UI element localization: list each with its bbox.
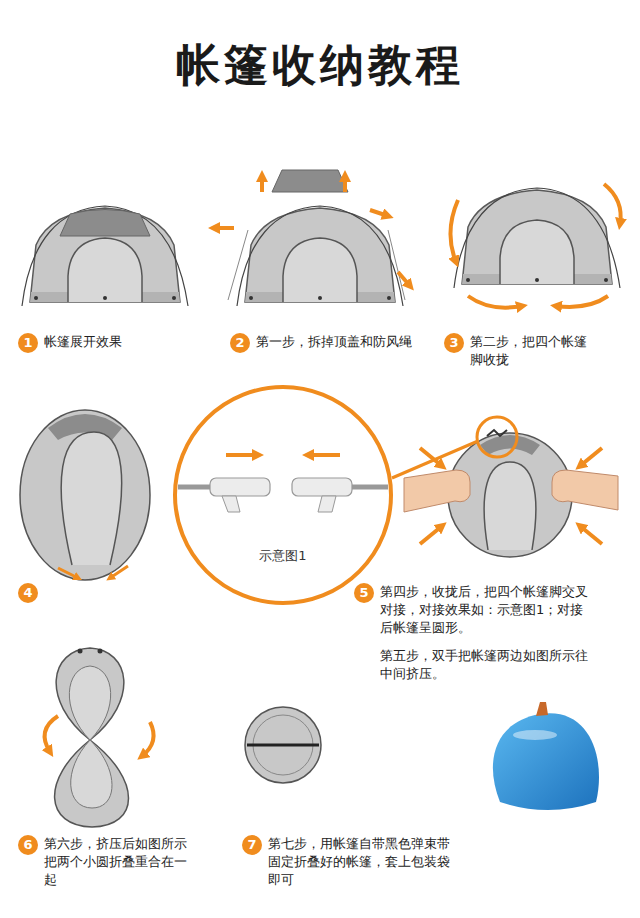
step-item: 3 第二步，把四个帐篷脚收拢	[444, 333, 592, 369]
caption-text: 帐篷展开效果	[44, 333, 244, 351]
tent-round-press	[392, 417, 618, 557]
step-caption: 第一步，拆掉顶盖和防风绳	[256, 333, 456, 351]
callout-number: 3	[444, 333, 464, 353]
detail-circle: 示意图1	[173, 385, 393, 605]
callout-number: 6	[18, 835, 38, 855]
caption-text: 第一步，拆掉顶盖和防风绳	[256, 333, 456, 351]
tent-oval	[20, 410, 150, 580]
caption-text: 第七步，用帐篷自带黑色弹束带固定折叠好的帐篷，套上包装袋即可	[268, 835, 454, 889]
callout-number: 2	[230, 333, 250, 353]
step-caption: 第七步，用帐篷自带黑色弹束带固定折叠好的帐篷，套上包装袋即可	[268, 835, 454, 889]
step-item: 1 帐篷展开效果	[18, 333, 244, 353]
storage-bag	[493, 702, 599, 810]
tent-remove-cover	[214, 170, 410, 306]
step-caption: 第二步，把四个帐篷脚收拢	[470, 333, 592, 369]
caption-text: 第六步，挤压后如图所示把两个小圆折叠重合在一起	[44, 835, 191, 889]
step-item: 6 第六步，挤压后如图所示把两个小圆折叠重合在一起	[18, 835, 191, 889]
step-item: 2 第一步，拆掉顶盖和防风绳	[230, 333, 456, 353]
caption-text: 第二步，把四个帐篷脚收拢	[470, 333, 592, 369]
caption-text: 第四步，收拢后，把四个帐篷脚交叉对接，对接效果如：示意图1；对接后帐篷呈圆形。	[380, 583, 596, 637]
callout-number: 5	[354, 583, 374, 603]
step-item: 4	[18, 583, 44, 603]
tent-gather-feet	[450, 184, 620, 308]
step-caption: 第六步，挤压后如图所示把两个小圆折叠重合在一起	[44, 835, 191, 889]
step-item: 7 第七步，用帐篷自带黑色弹束带固定折叠好的帐篷，套上包装袋即可	[242, 835, 454, 889]
callout-number: 1	[18, 333, 38, 353]
page-title: 帐篷收纳教程	[0, 38, 640, 92]
tent-folded	[245, 707, 321, 783]
step-item: 5 第四步，收拢后，把四个帐篷脚交叉对接，对接效果如：示意图1；对接后帐篷呈圆形。…	[354, 583, 596, 683]
caption-text: 第五步，双手把帐篷两边如图所示往中间挤压。	[380, 647, 596, 683]
step-caption: 第四步，收拢后，把四个帐篷脚交叉对接，对接效果如：示意图1；对接后帐篷呈圆形。第…	[380, 583, 596, 683]
tent-open	[22, 206, 188, 306]
detail-caption: 示意图1	[177, 547, 389, 565]
step-caption: 帐篷展开效果	[44, 333, 244, 351]
pole-connector	[178, 455, 388, 512]
callout-number: 4	[18, 583, 38, 603]
callout-number: 7	[242, 835, 262, 855]
tent-figure-eight	[45, 648, 154, 827]
